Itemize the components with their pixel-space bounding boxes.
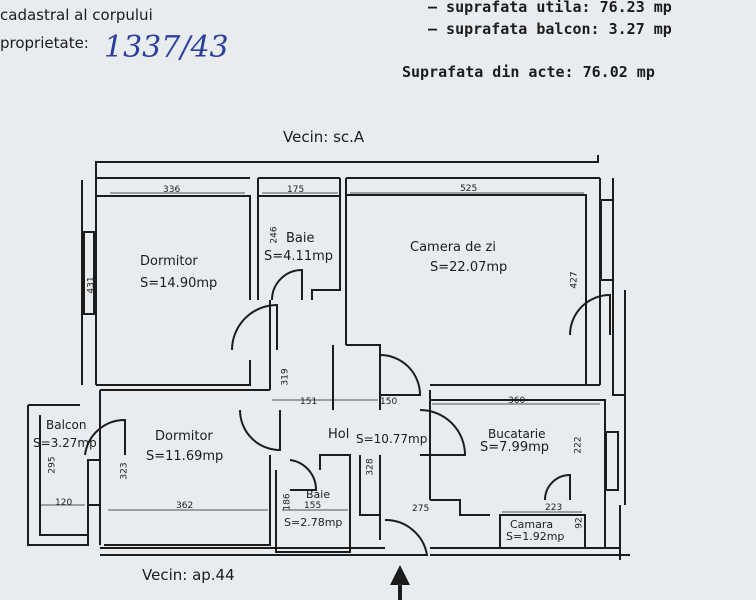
outer-top-wall bbox=[95, 155, 599, 180]
dormitor2-door bbox=[239, 409, 281, 452]
dim-431: 431 bbox=[86, 276, 97, 294]
entrance-door bbox=[384, 518, 429, 556]
baie1-walls bbox=[257, 178, 341, 300]
room-bucatarie-name: Bucatarie bbox=[488, 427, 546, 441]
room-camera-name: Camera de zi bbox=[410, 240, 496, 255]
room-dormitor1-name: Dormitor bbox=[140, 254, 198, 269]
bottom-wall bbox=[100, 395, 626, 560]
dim-246: 246 bbox=[269, 226, 280, 244]
camera-hol-door bbox=[379, 354, 422, 396]
dormitor2-window bbox=[87, 459, 101, 506]
dim-319: 319 bbox=[280, 368, 291, 386]
right-outer-wall bbox=[612, 178, 626, 396]
dim-323: 323 bbox=[119, 462, 130, 480]
bucatarie-door bbox=[419, 409, 467, 456]
room-dormitor1-area: S=14.90mp bbox=[140, 276, 218, 291]
dim-275: 275 bbox=[412, 504, 430, 514]
camera-window bbox=[600, 199, 614, 281]
dim-186: 186 bbox=[282, 493, 293, 511]
bucatarie-window bbox=[605, 431, 619, 491]
room-dormitor2-name: Dormitor bbox=[155, 429, 213, 444]
dim-362: 362 bbox=[176, 501, 194, 511]
suprafata-acte: Suprafata din acte: 76.02 mp bbox=[402, 63, 655, 81]
dim-222: 222 bbox=[573, 436, 584, 454]
baie1-door bbox=[271, 268, 303, 301]
dim-120: 120 bbox=[55, 498, 73, 508]
room-hol-name: Hol bbox=[328, 427, 350, 442]
header-cadastral-label: cadastral al corpului bbox=[0, 6, 153, 24]
dim-175: 175 bbox=[287, 185, 305, 195]
dim-427: 427 bbox=[569, 271, 580, 289]
left-outer-wall bbox=[81, 180, 97, 385]
room-camera-area: S=22.07mp bbox=[430, 260, 508, 275]
room-balcon-area: S=3.27mp bbox=[33, 436, 97, 450]
dim-360: 360 bbox=[508, 396, 526, 406]
room-baie2-name: Baie bbox=[306, 488, 331, 501]
dim-150: 150 bbox=[380, 397, 398, 407]
neighbor-top-label: Vecin: sc.A bbox=[283, 128, 365, 146]
baie2-door bbox=[289, 459, 318, 491]
room-baie1-name: Baie bbox=[286, 231, 315, 246]
dim-328: 328 bbox=[365, 458, 376, 476]
dormitor1-walls bbox=[96, 195, 251, 386]
dormitor1-door bbox=[231, 303, 278, 351]
dim-336: 336 bbox=[163, 185, 181, 195]
room-dormitor2-area: S=11.69mp bbox=[146, 449, 224, 464]
dim-151: 151 bbox=[300, 397, 318, 407]
room-bucatarie-area: S=7.99mp bbox=[480, 440, 550, 455]
dimension-lines bbox=[40, 192, 600, 513]
dim-295: 295 bbox=[47, 456, 58, 474]
dim-223: 223 bbox=[545, 503, 563, 513]
bucatarie-walls bbox=[429, 390, 606, 548]
room-baie1-area: S=4.11mp bbox=[264, 249, 334, 264]
left-window bbox=[83, 231, 95, 315]
camera-walls bbox=[345, 178, 601, 386]
balcon-door bbox=[84, 418, 126, 456]
neighbor-bottom-label: Vecin: ap.44 bbox=[142, 566, 235, 584]
hol-lower-walls bbox=[359, 455, 381, 540]
dim-155: 155 bbox=[304, 501, 322, 511]
room-hol-area: S=10.77mp bbox=[356, 432, 428, 446]
room-baie2-area: S=2.78mp bbox=[284, 516, 343, 529]
camara-door bbox=[544, 473, 571, 501]
header-proprietate-label: proprietate: bbox=[0, 34, 89, 52]
hol-walls bbox=[269, 300, 381, 410]
balcon-walls bbox=[27, 404, 89, 546]
dim-525: 525 bbox=[460, 184, 478, 194]
baie2-walls bbox=[275, 454, 351, 553]
dim-92: 92 bbox=[574, 517, 585, 529]
room-camara-area: S=1.92mp bbox=[506, 530, 565, 543]
header-suprafata-balcon: – suprafata balcon: 3.27 mp bbox=[428, 20, 672, 38]
handwritten-number: 1337/43 bbox=[104, 30, 229, 65]
room-balcon-name: Balcon bbox=[46, 418, 87, 432]
entrance-arrow-icon bbox=[390, 565, 410, 600]
camera-door bbox=[569, 293, 611, 336]
room-camara-name: Camara bbox=[510, 518, 554, 531]
header-suprafata-utila: – suprafata utila: 76.23 mp bbox=[428, 0, 672, 16]
